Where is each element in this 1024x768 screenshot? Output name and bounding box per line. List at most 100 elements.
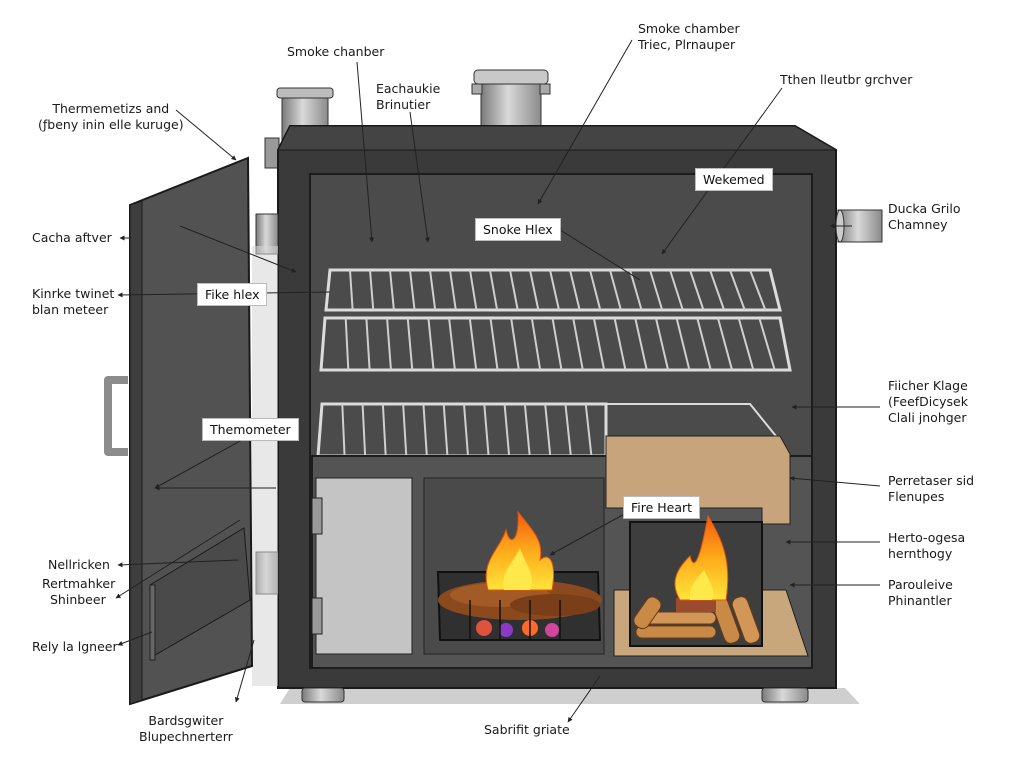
- rack-bar: [510, 317, 520, 371]
- rack-1: [324, 268, 782, 312]
- rack-bar: [489, 317, 499, 371]
- callout-fike-hlex: Fike hlex: [197, 283, 268, 306]
- rack-bar: [406, 317, 414, 371]
- rack-bar: [530, 317, 542, 371]
- cooking-racks: [316, 268, 792, 458]
- rack-bar: [409, 269, 416, 311]
- rack-bar: [729, 269, 746, 311]
- floor-shadow: [280, 688, 860, 704]
- leader-line: [356, 61, 375, 243]
- rack-bar: [609, 269, 622, 311]
- leader-line: [556, 227, 641, 281]
- right-foot: [761, 687, 809, 703]
- label-smoke-chamber-top: Smoke chanber: [287, 44, 385, 59]
- rack-bar: [402, 403, 408, 457]
- label-rely: Rely la lgneer: [32, 639, 118, 654]
- rack-bar: [669, 269, 684, 311]
- rack-bar: [468, 317, 478, 371]
- fire-basket: [436, 571, 602, 641]
- leader-line: [117, 631, 153, 646]
- rack-bar: [584, 403, 593, 457]
- rack-bar: [737, 317, 755, 371]
- rack-bar: [341, 403, 346, 457]
- rack-bar: [709, 269, 726, 311]
- door-gap-light: [252, 246, 278, 686]
- leader-line: [117, 559, 239, 568]
- rack-bar: [592, 317, 606, 371]
- rack-bar: [716, 317, 734, 371]
- rack-bar: [463, 403, 469, 457]
- rack-bar: [469, 269, 478, 311]
- label-cacha-aftver: Cacha aftver: [32, 230, 112, 245]
- rack-bar: [448, 317, 456, 371]
- rack-bar: [523, 403, 531, 457]
- label-thermometer-door: Thermemetizs and(ƒbeny inin elle kuruge): [38, 101, 184, 132]
- rack-bar: [509, 269, 519, 311]
- rack-bar: [634, 317, 648, 371]
- rack-bar: [422, 403, 428, 457]
- callout-thermometer: Themometer: [202, 418, 299, 441]
- rack-bar: [569, 269, 581, 311]
- basket-flame-core: [503, 548, 532, 590]
- rack-bar: [369, 269, 375, 311]
- rack-bar: [361, 403, 367, 457]
- leader-line: [789, 475, 881, 487]
- rack-bar: [629, 269, 643, 311]
- rack-bar: [427, 317, 435, 371]
- leader-line: [115, 519, 241, 599]
- label-nellricken: Nellricken: [48, 557, 110, 572]
- label-then-lleuter: Tthen lleutbr grchver: [780, 72, 913, 87]
- ash-door: [315, 477, 413, 655]
- rack-bar: [529, 269, 540, 311]
- rack-bar: [572, 317, 584, 371]
- leader-line: [179, 225, 297, 273]
- rack-bar: [689, 269, 705, 311]
- rack-bar: [544, 403, 552, 457]
- firebox-logs: [633, 596, 761, 644]
- rack-bar: [503, 403, 511, 457]
- rack-bar: [349, 269, 354, 311]
- leader-line: [567, 675, 601, 723]
- rack-bar: [551, 317, 563, 371]
- rack-bar: [483, 403, 490, 457]
- label-sabrifit: Sabrifit griate: [484, 722, 570, 737]
- rack-bar: [649, 269, 664, 311]
- rack-bar: [589, 269, 602, 311]
- rack-bar: [758, 317, 776, 371]
- leader-line: [175, 109, 237, 161]
- leader-line: [549, 511, 629, 556]
- center-chimney: [471, 69, 551, 133]
- firebox-flame: [674, 514, 729, 601]
- rack-bar: [564, 403, 572, 457]
- rack-bar: [675, 317, 691, 371]
- leader-line: [537, 39, 633, 205]
- rack-bar: [449, 269, 457, 311]
- rack-bar: [381, 403, 387, 457]
- rack-bar: [549, 269, 560, 311]
- rack-bar: [654, 317, 670, 371]
- rack-bar: [344, 317, 350, 371]
- callout-snoke-hlex: Snoke Hlex: [475, 218, 561, 241]
- callout-fire-heart: Fire Heart: [623, 496, 701, 519]
- rack-bar: [696, 317, 712, 371]
- rack-bar: [386, 317, 392, 371]
- rack-bar: [429, 269, 437, 311]
- leader-line: [409, 111, 430, 243]
- rack-2: [319, 316, 792, 372]
- callout-wekemed: Wekemed: [695, 168, 773, 191]
- rack-bar: [365, 317, 371, 371]
- leader-line: [234, 639, 255, 703]
- rack-bar: [442, 403, 449, 457]
- left-foot: [301, 687, 345, 703]
